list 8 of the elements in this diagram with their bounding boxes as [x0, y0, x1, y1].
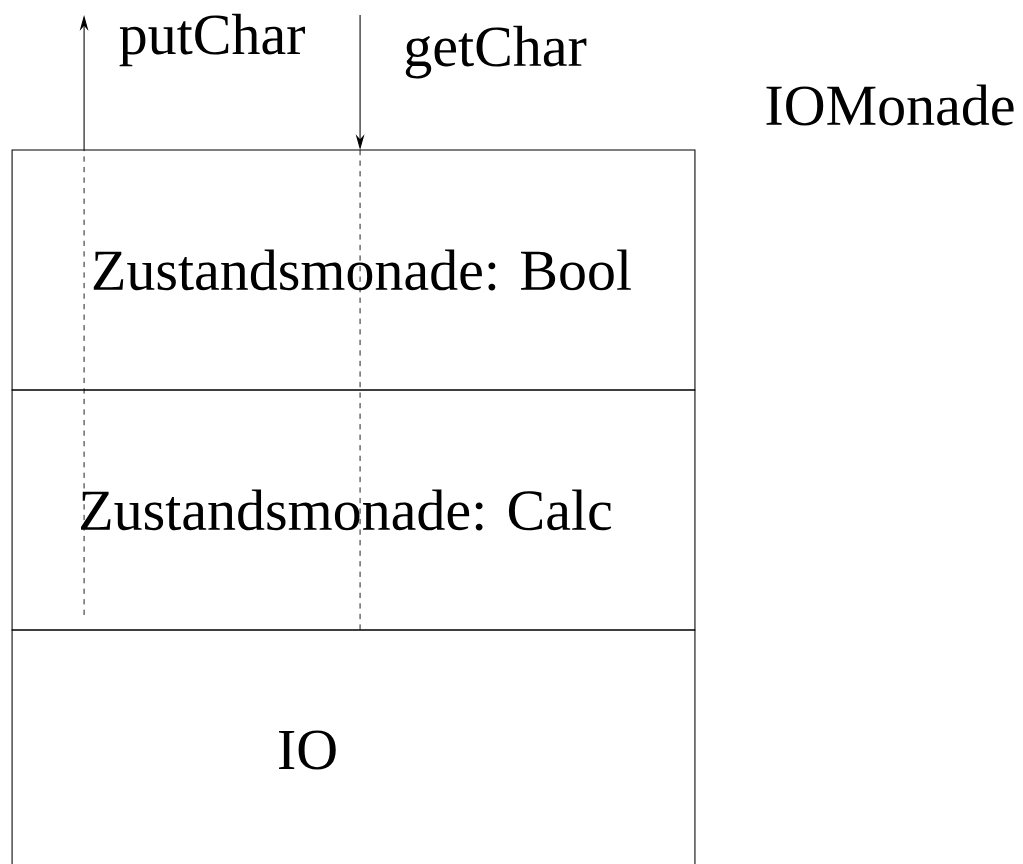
dashed-line — [83, 149, 85, 616]
layer-box: Zustandsmonade: Bool — [11, 149, 696, 391]
edge-label: getChar — [405, 25, 587, 79]
edge-label: putChar — [119, 13, 305, 67]
layer-box: Zustandsmonade: Calc — [11, 389, 696, 631]
dashed-line — [359, 149, 361, 631]
diagram-label: IOMonade — [766, 84, 1014, 126]
layer-box: IO — [11, 629, 696, 864]
